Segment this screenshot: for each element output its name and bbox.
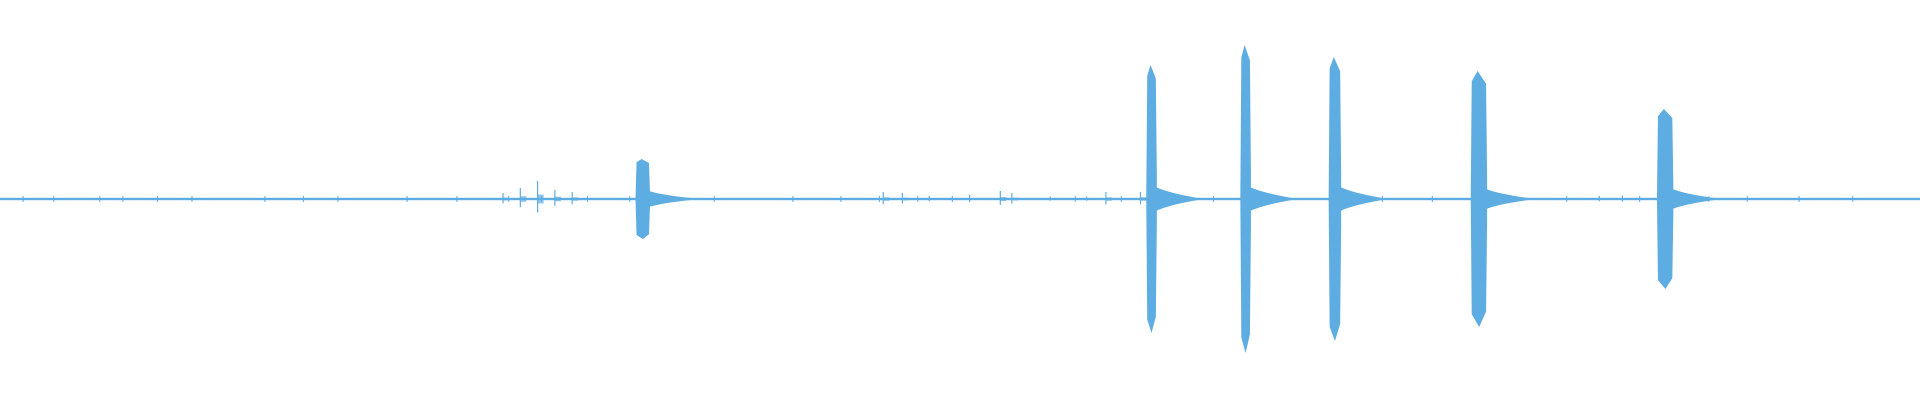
waveform-spike-tail <box>1140 197 1147 201</box>
waveform-burst <box>1470 71 1488 327</box>
waveform-spike-tail <box>520 196 527 202</box>
waveform-baseline <box>0 197 1920 201</box>
waveform-spike-tail <box>537 194 544 204</box>
waveform-spike-tail <box>1050 198 1057 200</box>
waveform-burst <box>1240 45 1251 353</box>
waveform-spike-tail <box>1599 198 1606 200</box>
waveform-spike-tail <box>554 196 561 202</box>
waveform-burst-decay <box>648 191 692 207</box>
waveform-spike-tail <box>929 198 936 200</box>
waveform-spike-tail <box>1011 197 1018 201</box>
waveform-spike-tail <box>1086 198 1093 200</box>
waveform-burst-decay <box>1155 187 1199 211</box>
waveform-burst <box>1146 65 1157 333</box>
waveform-spike-tail <box>902 197 909 201</box>
waveform-burst <box>1328 57 1342 341</box>
waveform-spike-tail <box>969 198 976 200</box>
waveform-spike-tail <box>503 197 510 201</box>
waveform-burst-decay <box>1340 187 1383 211</box>
waveform-burst <box>1656 109 1674 289</box>
waveform-spike-tail <box>572 197 579 201</box>
waveform-burst-decay <box>1486 189 1529 209</box>
waveform-burst <box>635 159 650 239</box>
waveform-burst-decay <box>1249 187 1293 211</box>
waveform-burst-decay <box>1672 189 1715 209</box>
waveform-spike-tail <box>1622 198 1629 200</box>
waveform-shapes <box>0 45 1920 353</box>
waveform-spike-tail <box>883 197 890 201</box>
waveform-spike-tail <box>1105 197 1112 201</box>
waveform-spike-tail <box>1000 197 1007 201</box>
